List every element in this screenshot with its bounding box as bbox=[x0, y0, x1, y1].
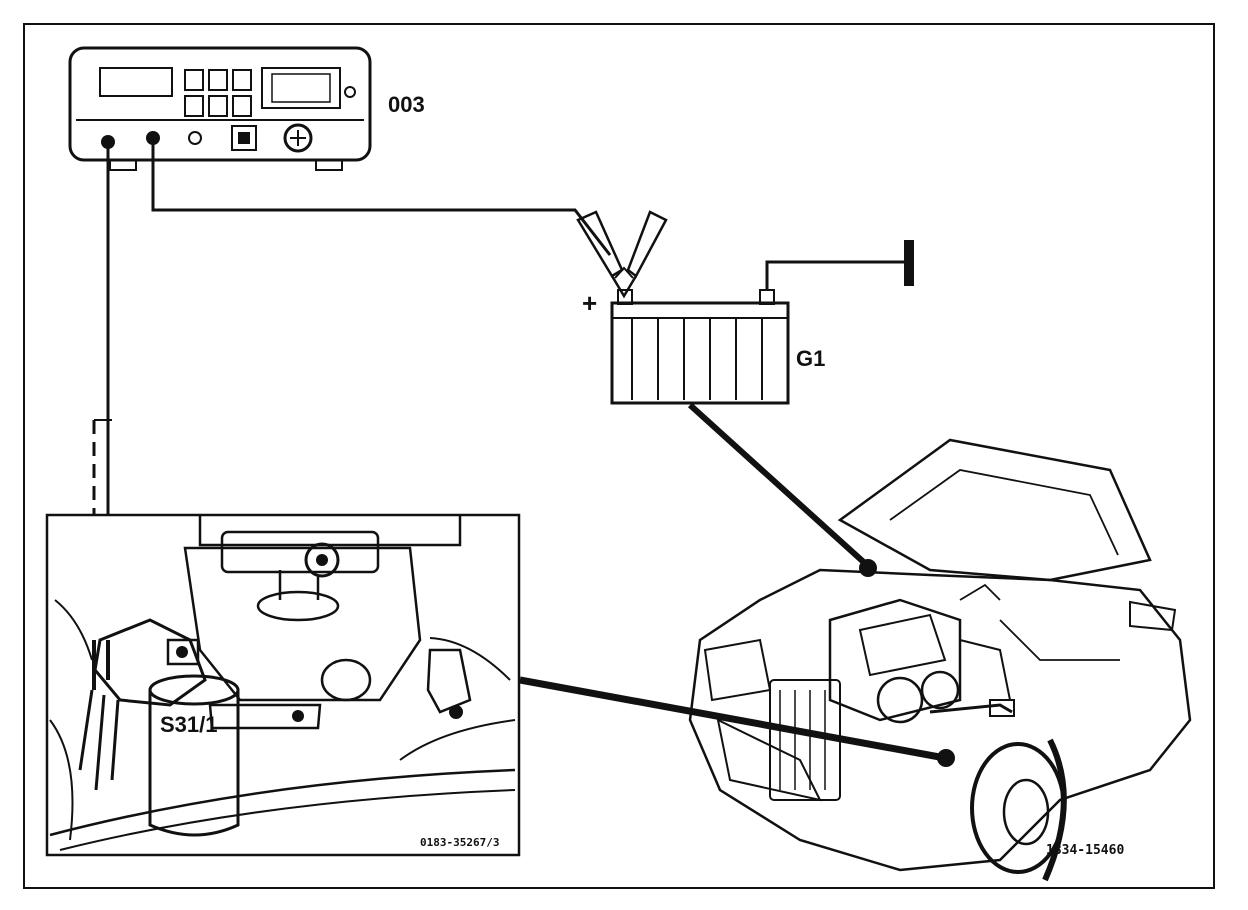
ground-symbol-icon bbox=[904, 240, 914, 286]
inset-reference-number: 0183-35267/3 bbox=[420, 836, 499, 849]
tester-label: 003 bbox=[388, 92, 425, 117]
battery-leader-line bbox=[687, 402, 871, 569]
battery-location-dot bbox=[859, 559, 877, 577]
switch-leader-line bbox=[519, 676, 946, 762]
switch-location-dot bbox=[937, 749, 955, 767]
figure-reference-number: 1834-15460 bbox=[1046, 843, 1124, 858]
ground-lead bbox=[765, 260, 908, 290]
car-illustration bbox=[688, 438, 1192, 882]
tester-device bbox=[68, 46, 372, 171]
battery bbox=[610, 289, 790, 405]
battery-clamp-icon bbox=[576, 210, 668, 299]
battery-label: G1 bbox=[796, 346, 825, 371]
detail-inset bbox=[45, 513, 521, 857]
diagram-frame bbox=[23, 23, 1215, 889]
inset-drawing bbox=[49, 515, 516, 851]
battery-plus-sign: + bbox=[582, 288, 597, 318]
switch-label: S31/1 bbox=[160, 712, 218, 737]
tester-to-battery-cable bbox=[151, 138, 612, 256]
